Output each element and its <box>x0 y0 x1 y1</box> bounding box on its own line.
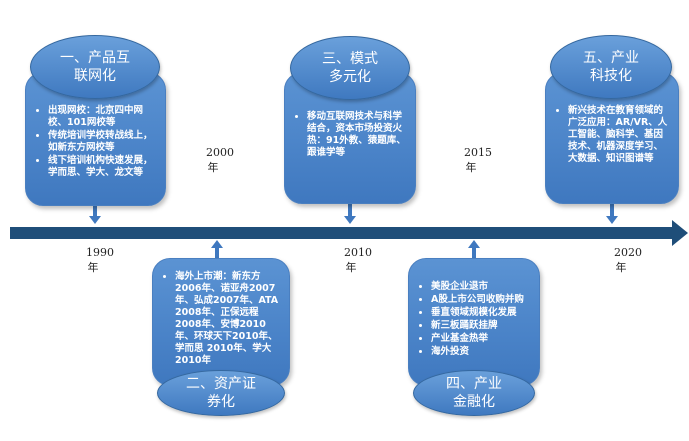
year-label-2020: 2020年 <box>614 246 642 274</box>
connector-arrowhead <box>89 216 101 224</box>
connector <box>610 200 614 220</box>
stage-1-title: 一、产品互联网化 <box>30 35 160 99</box>
connector <box>348 200 352 220</box>
connector-arrowhead <box>344 216 356 224</box>
stage-4-item: 海外投资 <box>431 346 533 358</box>
stage-2-item: 海外上市潮：新东方2006年、诺亚舟2007年、弘成2007年、ATA 2008… <box>175 271 283 367</box>
connector-arrowhead <box>606 216 618 224</box>
connector <box>93 200 97 220</box>
connector <box>472 247 476 261</box>
stage-1-item: 出现网校：北京四中网校、101网校等 <box>48 105 159 129</box>
stage-4-item: 垂直领域规模化发展 <box>431 307 533 319</box>
stage-4-item: A股上市公司收购并购 <box>431 294 533 306</box>
stage-1-item: 线下培训机构快速发展，学而思、学大、龙文等 <box>48 155 159 179</box>
year-label-2010: 2010年 <box>344 246 372 274</box>
stage-3-item: 移动互联网技术与科学结合，资本市场投资火热：91外教、猿题库、跟谁学等 <box>307 111 409 159</box>
year-label-2000: 2000年 <box>206 146 234 174</box>
year-label-2015: 2015年 <box>464 146 492 174</box>
connector-arrowhead <box>211 240 223 248</box>
year-label-1990: 1990年 <box>86 246 114 274</box>
connector-arrowhead <box>468 240 480 248</box>
stage-2-title: 二、资产证券化 <box>157 370 285 416</box>
timeline-arrow <box>10 220 688 246</box>
stage-4-item: 美股企业退市 <box>431 281 533 293</box>
stage-4-box: 美股企业退市A股上市公司收购并购垂直领域规模化发展新三板踊跃挂牌产业基金热举海外… <box>408 258 540 386</box>
stage-5-title: 五、产业科技化 <box>550 35 672 99</box>
stage-3-title: 三、模式多元化 <box>290 36 410 100</box>
stage-4-title: 四、产业金融化 <box>413 370 535 416</box>
stage-5-item: 新兴技术在教育领域的广泛应用：AR/VR、人工智能、脑科学、基因技术、机器深度学… <box>568 105 672 165</box>
stage-4-item: 新三板踊跃挂牌 <box>431 320 533 332</box>
connector <box>215 247 219 261</box>
stage-4-item: 产业基金热举 <box>431 333 533 345</box>
stage-2-box: 海外上市潮：新东方2006年、诺亚舟2007年、弘成2007年、ATA 2008… <box>152 258 290 386</box>
stage-1-item: 传统培训学校转战线上，如新东方网校等 <box>48 130 159 154</box>
